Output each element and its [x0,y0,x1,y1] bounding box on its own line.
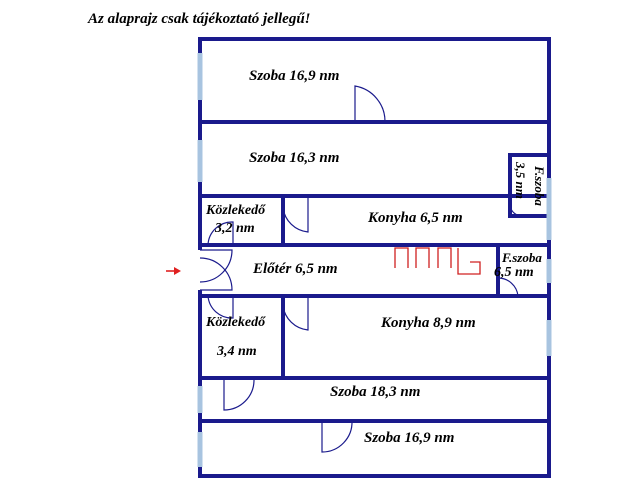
room-label-konyha-2: Konyha 8,9 nm [380,315,476,331]
room-labels: Szoba 16,9 nm Szoba 16,3 nm Közlekedő 3,… [205,68,547,446]
room-label-konyha-1: Konyha 6,5 nm [367,210,463,226]
room-label-furdo-1-area: 3,5 nm [513,161,528,199]
room-label-kozlekedo-2: Közlekedő [205,315,266,330]
windows [197,53,552,467]
room-label-kozlekedo-1-area: 3,2 nm [214,221,255,236]
stove-symbols [394,247,481,275]
entrance-arrow-icon [166,267,181,275]
room-label-szoba-2: Szoba 16,3 nm [249,150,339,166]
room-label-eloter: Előtér 6,5 nm [252,261,338,277]
room-label-kozlekedo-2-area: 3,4 nm [216,344,257,359]
room-label-furdo-1: F.szoba [532,165,547,206]
room-label-kozlekedo-1: Közlekedő [205,203,266,218]
disclaimer-text: Az alaprajz csak tájékoztató jellegű! [87,11,311,27]
room-label-furdo-2: F.szoba [501,250,542,265]
interior-walls [198,120,551,423]
outer-walls [198,37,551,478]
room-label-szoba-1: Szoba 16,9 nm [249,68,339,84]
room-label-szoba-4: Szoba 16,9 nm [364,430,454,446]
room-label-furdo-2-area: 6,5 nm [494,265,534,280]
door-swings [197,85,523,453]
room-label-szoba-3: Szoba 18,3 nm [330,384,420,400]
